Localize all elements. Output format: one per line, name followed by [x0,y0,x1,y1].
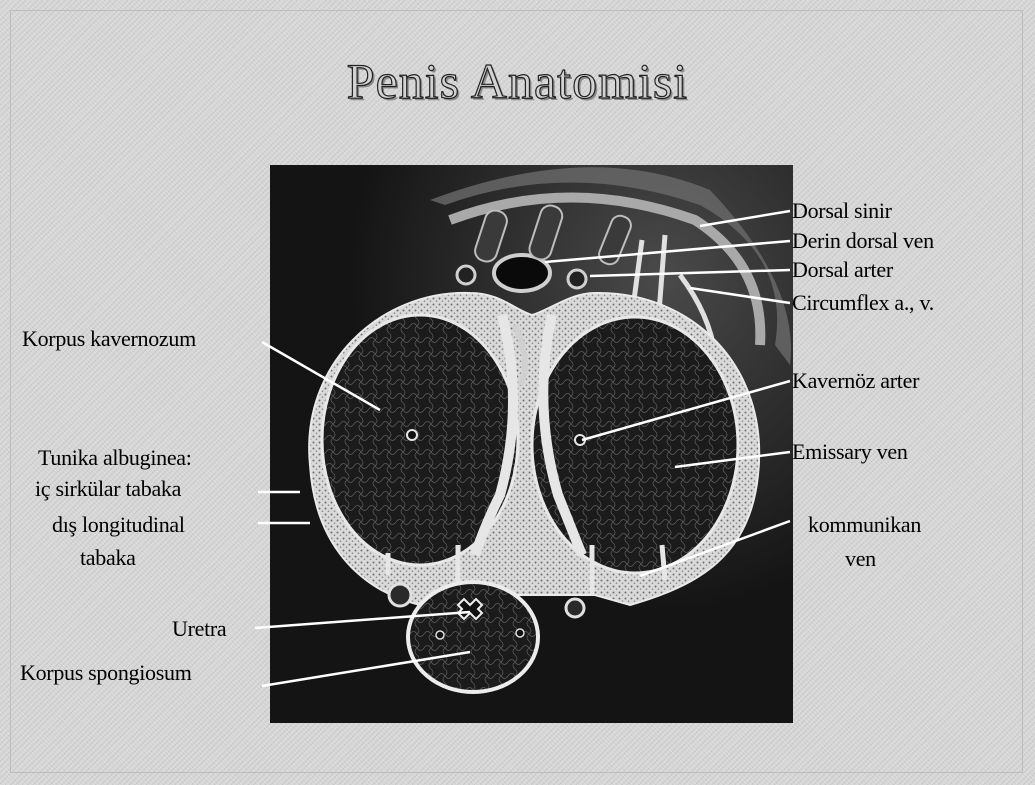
label-tunika-3: dış longitudinal [52,512,185,538]
label-emissary-ven: Emissary ven [792,439,908,465]
label-uretra: Uretra [172,616,226,642]
label-kavernoz-arter: Kavernöz arter [792,368,919,394]
label-dorsal-sinir: Dorsal sinir [792,198,892,224]
corpus-cavernosum-right-shape [532,317,738,573]
bulbourethral-vessel-right [566,599,584,617]
cross-section-figure [270,165,793,723]
cavernous-artery-right-shape [575,435,585,445]
dorsal-artery-right-shape [568,270,586,288]
label-tunika-4: tabaka [80,545,136,571]
label-kommunikan-2: ven [845,546,876,572]
cavernous-artery-left-shape [407,430,417,440]
label-korpus-kavernozum: Korpus kavernozum [22,326,196,352]
label-korpus-spongiosum: Korpus spongiosum [20,660,192,686]
bulbourethral-vessel-left [389,584,411,606]
slide-title: Penis Anatomisi [0,52,1035,110]
label-circumflex: Circumflex a., v. [792,290,934,316]
label-derin-dorsal-ven: Derin dorsal ven [792,228,934,254]
label-kommunikan-1: kommunikan [808,512,921,538]
dorsal-artery-left-shape [457,266,475,284]
label-dorsal-arter: Dorsal arter [792,257,893,283]
label-tunika-2: iç sirkülar tabaka [35,476,181,502]
spongiosum-vessel-left [436,631,444,639]
spongiosum-vessel-right [516,629,524,637]
label-tunika-1: Tunika albuginea: [38,445,192,471]
